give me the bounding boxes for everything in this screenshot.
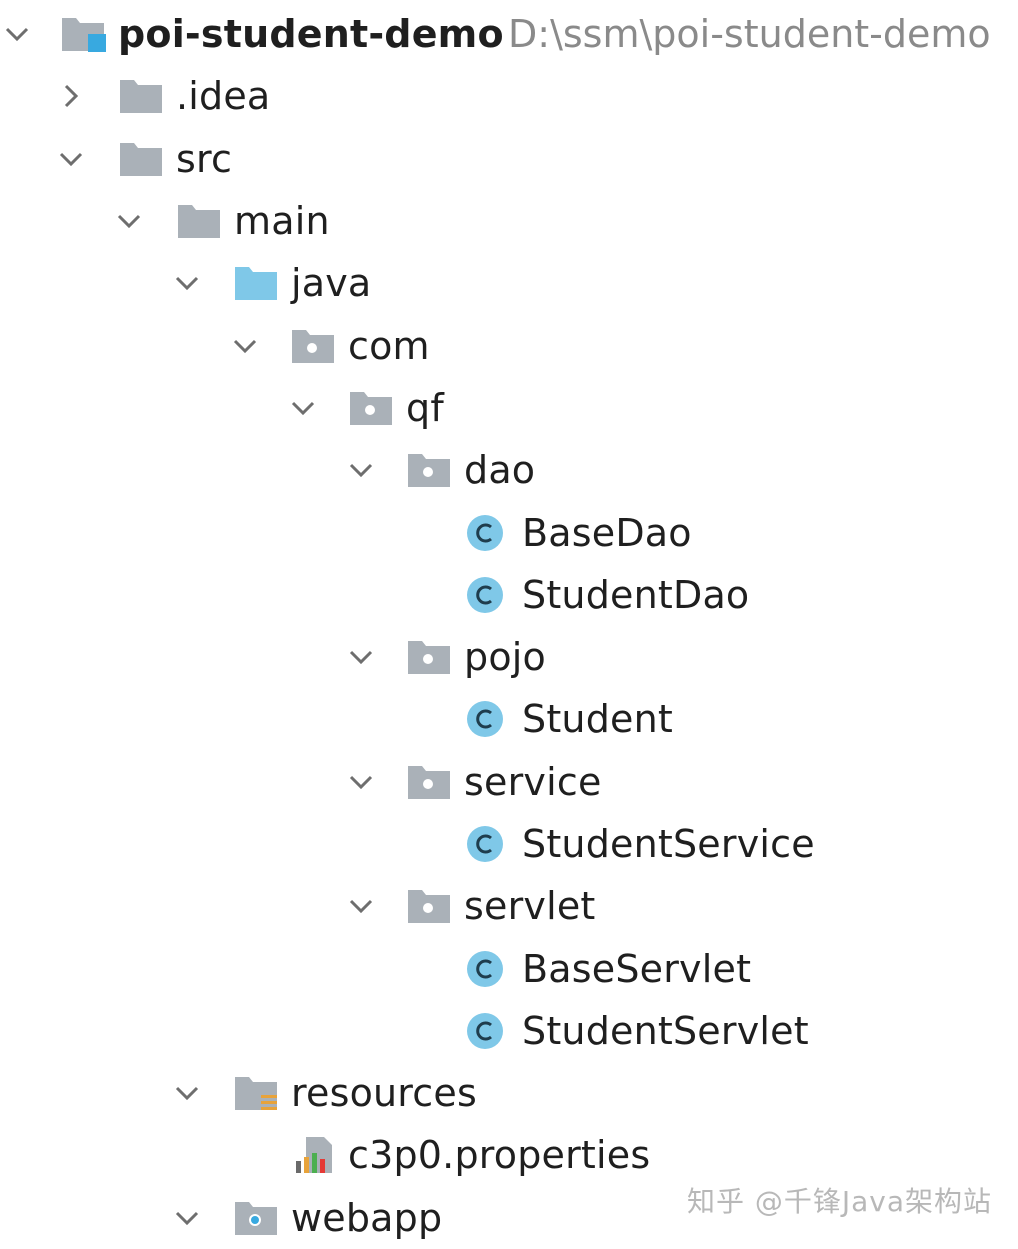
tree-item-label: dao [464, 448, 536, 493]
module-folder-icon [60, 14, 106, 54]
folder-icon [118, 139, 164, 179]
tree-item-label: webapp [291, 1195, 443, 1240]
chevron-down-icon[interactable] [344, 765, 378, 799]
tree-item-label: src [176, 136, 233, 181]
package-icon [406, 886, 452, 926]
tree-item-label: main [234, 199, 330, 244]
tree-row-root[interactable]: poi-student-demo D:\ssm\poi-student-demo [0, 3, 1018, 65]
tree-item-label: .idea [176, 74, 271, 119]
tree-row-class[interactable]: Student [0, 688, 1018, 750]
chevron-down-icon[interactable] [170, 1201, 204, 1235]
package-icon [348, 388, 394, 428]
folder-icon [176, 201, 222, 241]
chevron-down-icon[interactable] [286, 391, 320, 425]
project-path: D:\ssm\poi-student-demo [508, 12, 991, 57]
tree-row-web[interactable]: webapp [0, 1187, 1018, 1249]
chevron-down-icon[interactable] [0, 17, 34, 51]
tree-row-package[interactable]: qf [0, 377, 1018, 439]
tree-item-label: qf [406, 385, 444, 430]
project-tree: poi-student-demo D:\ssm\poi-student-demo… [0, 3, 1018, 1249]
chevron-down-icon[interactable] [170, 1076, 204, 1110]
tree-item-label: servlet [464, 884, 596, 929]
tree-item-label: BaseDao [522, 510, 692, 555]
chevron-down-icon[interactable] [228, 329, 262, 363]
tree-row-class[interactable]: StudentService [0, 813, 1018, 875]
tree-item-label: pojo [464, 635, 546, 680]
tree-row-package[interactable]: pojo [0, 626, 1018, 688]
tree-row-folder[interactable]: main [0, 190, 1018, 252]
chevron-down-icon[interactable] [170, 266, 204, 300]
web-folder-icon [233, 1198, 279, 1238]
tree-row-folder[interactable]: .idea [0, 65, 1018, 127]
package-icon [406, 762, 452, 802]
class-icon [462, 1011, 508, 1051]
source-root-folder-icon [233, 263, 279, 303]
tree-item-label: Student [522, 697, 673, 742]
watermark-text: 知乎 @千锋Java架构站 [686, 1185, 992, 1218]
tree-row-class[interactable]: BaseServlet [0, 937, 1018, 999]
tree-row-class[interactable]: BaseDao [0, 501, 1018, 563]
tree-item-label: com [348, 323, 430, 368]
tree-row-package[interactable]: dao [0, 439, 1018, 501]
class-icon [462, 824, 508, 864]
tree-row-class[interactable]: StudentServlet [0, 1000, 1018, 1062]
properties-file-icon [292, 1135, 338, 1175]
tree-item-label: c3p0.properties [348, 1133, 651, 1178]
tree-row-resources[interactable]: resources [0, 1062, 1018, 1124]
tree-item-label: StudentService [522, 822, 815, 866]
package-icon [406, 450, 452, 490]
chevron-down-icon[interactable] [344, 453, 378, 487]
resources-folder-icon [233, 1073, 279, 1113]
tree-item-label: StudentServlet [522, 1008, 809, 1053]
tree-row-package[interactable]: service [0, 751, 1018, 813]
chevron-down-icon[interactable] [112, 204, 146, 238]
tree-item-label: service [464, 759, 602, 804]
class-icon [462, 699, 508, 739]
tree-row-class[interactable]: StudentDao [0, 564, 1018, 626]
package-icon [406, 637, 452, 677]
chevron-down-icon[interactable] [344, 889, 378, 923]
class-icon [462, 513, 508, 553]
tree-item-label: BaseServlet [522, 946, 752, 991]
folder-icon [118, 76, 164, 116]
tree-item-label: java [291, 261, 372, 306]
tree-row-file[interactable]: c3p0.properties [0, 1124, 1018, 1186]
chevron-down-icon[interactable] [344, 640, 378, 674]
tree-item-label: resources [291, 1071, 477, 1116]
package-icon [290, 326, 336, 366]
tree-item-label: StudentDao [522, 572, 750, 617]
tree-row-package[interactable]: com [0, 314, 1018, 376]
chevron-right-icon[interactable] [54, 79, 88, 113]
class-icon [462, 575, 508, 615]
tree-item-label: poi-student-demo [118, 12, 504, 57]
class-icon [462, 949, 508, 989]
tree-row-package[interactable]: servlet [0, 875, 1018, 937]
tree-row-source-root[interactable]: java [0, 252, 1018, 314]
tree-row-folder[interactable]: src [0, 128, 1018, 190]
chevron-down-icon[interactable] [54, 142, 88, 176]
